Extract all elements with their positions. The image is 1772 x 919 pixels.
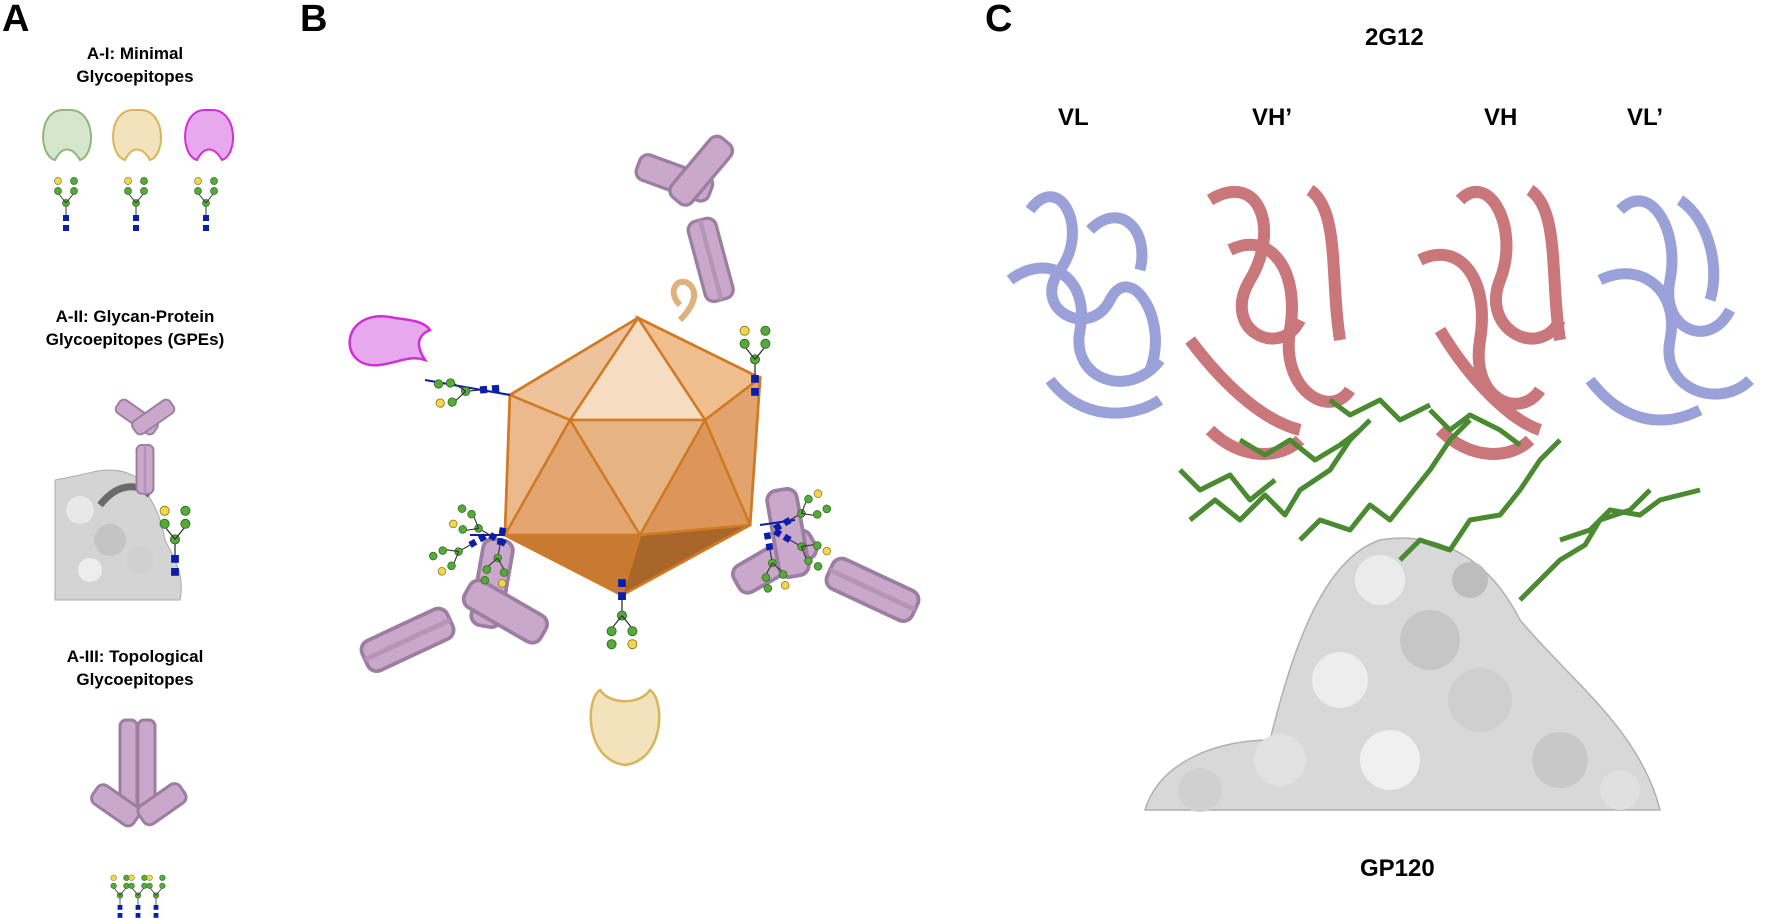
antibody-a3 <box>89 720 189 829</box>
ribbon-vh-prime <box>1190 190 1350 454</box>
glycan-b-left <box>425 375 510 408</box>
antibody-b-bottom-right <box>722 477 940 664</box>
antibody-b-bottom-left <box>340 527 558 714</box>
ribbon-vl <box>1010 197 1160 413</box>
glycan-a1-1 <box>55 178 78 232</box>
ribbon-vl-prime <box>1590 200 1750 420</box>
lectin-magenta-b <box>350 316 430 365</box>
lectin-magenta <box>185 110 233 160</box>
glycan-cluster-b-bottom-left <box>428 503 516 587</box>
lectin-yellow-b <box>591 690 659 765</box>
glycan-cluster-a3 <box>111 875 165 918</box>
capsid-icosahedron <box>505 318 760 595</box>
lectin-yellow <box>113 110 161 160</box>
antibody-b-top <box>628 129 772 314</box>
protein-surface-a2 <box>55 470 181 600</box>
lectin-green <box>43 110 91 160</box>
gp120-surface <box>1145 538 1660 812</box>
glycan-a1-2 <box>125 178 148 232</box>
ribbon-vh <box>1420 190 1560 454</box>
glycan-a1-3 <box>195 178 218 232</box>
protein-loop-b-top <box>674 282 694 320</box>
